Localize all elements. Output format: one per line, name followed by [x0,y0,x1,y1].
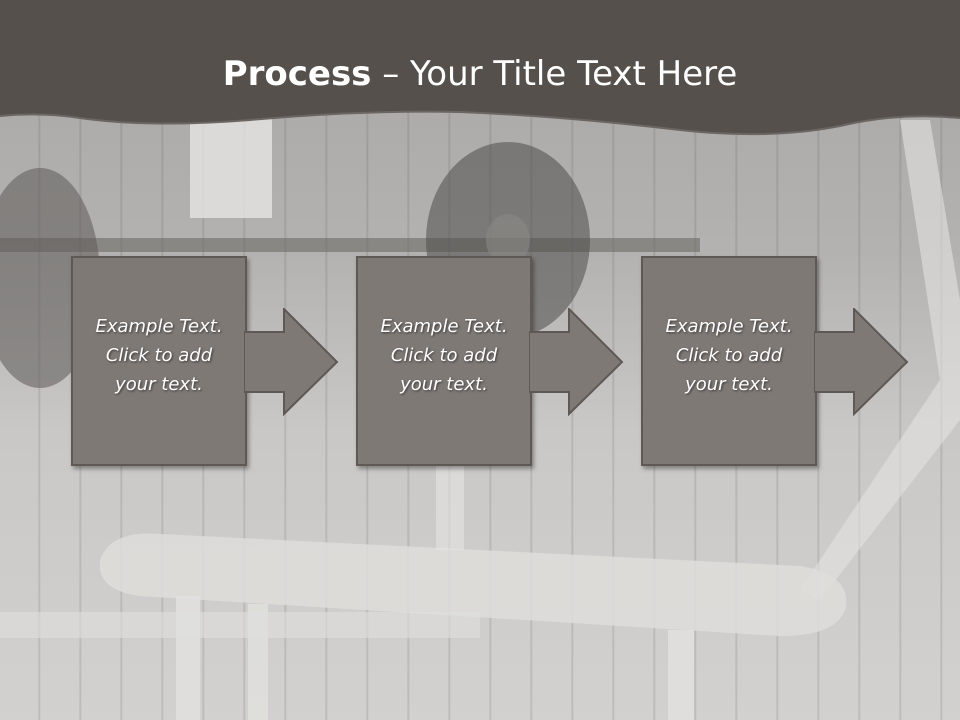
step-1-line-3: your text. [115,374,203,395]
step-1-line-1: Example Text. [95,316,223,337]
step-2-line-2: Click to add [390,345,498,366]
process-step-3[interactable]: Example Text. Click to add your text. [641,256,817,466]
step-1-text[interactable]: Example Text. Click to add your text. [73,312,245,399]
step-2-line-3: your text. [400,374,488,395]
step-3-line-1: Example Text. [665,316,793,337]
slide-title[interactable]: Process – Your Title Text Here [0,52,960,96]
step-2-text[interactable]: Example Text. Click to add your text. [358,312,530,399]
title-banner: Process – Your Title Text Here [0,0,960,140]
step-1-line-2: Click to add [105,345,213,366]
step-3-line-3: your text. [685,374,773,395]
right-arrow-icon [814,308,909,416]
step-3-text[interactable]: Example Text. Click to add your text. [643,312,815,399]
process-step-1[interactable]: Example Text. Click to add your text. [71,256,247,466]
title-bold: Process [222,54,372,94]
step-2-line-1: Example Text. [380,316,508,337]
step-3-line-2: Click to add [675,345,783,366]
right-arrow-icon [529,308,624,416]
right-arrow-icon [244,308,339,416]
title-rest: – Your Title Text Here [371,54,738,94]
process-step-2[interactable]: Example Text. Click to add your text. [356,256,532,466]
